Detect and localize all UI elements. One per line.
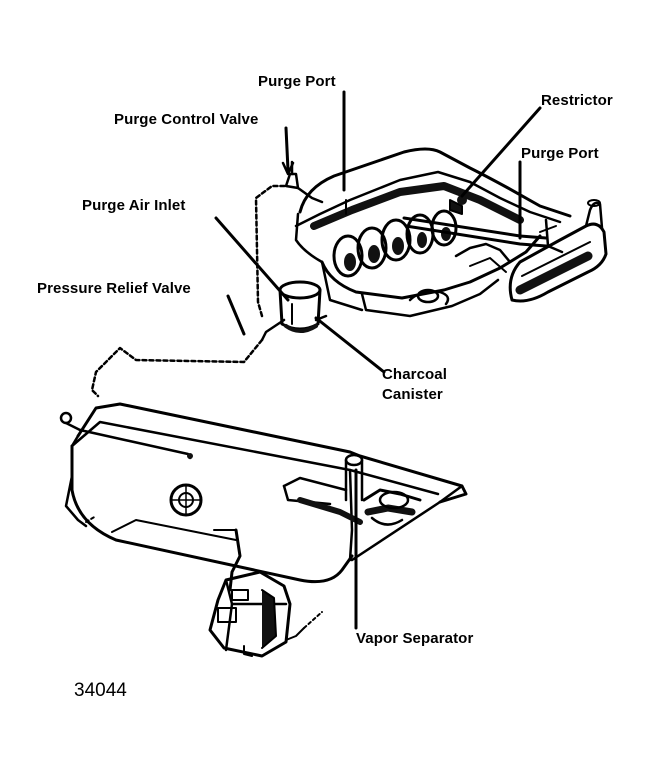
tank-vent-line-dashed <box>90 338 264 398</box>
charcoal-canister-drawing <box>260 280 328 342</box>
label-charcoal: Charcoal <box>382 366 447 383</box>
leader-lines <box>214 90 542 630</box>
label-vapor-separator: Vapor Separator <box>356 630 474 647</box>
label-purge-port-top: Purge Port <box>258 73 336 90</box>
label-purge-air-inlet: Purge Air Inlet <box>82 197 186 214</box>
label-canister: Canister <box>382 386 443 403</box>
fuel-tank-drawing <box>59 402 468 584</box>
vapor-line-dashed <box>254 184 288 318</box>
label-purge-port-right: Purge Port <box>521 145 599 162</box>
engine-drawing <box>294 147 608 318</box>
label-restrictor: Restrictor <box>541 92 613 109</box>
label-purge-control-valve: Purge Control Valve <box>114 111 259 128</box>
label-pressure-relief-valve: Pressure Relief Valve <box>37 280 191 297</box>
figure-number: 34044 <box>74 680 127 701</box>
fuel-pump-drawing <box>208 528 323 658</box>
